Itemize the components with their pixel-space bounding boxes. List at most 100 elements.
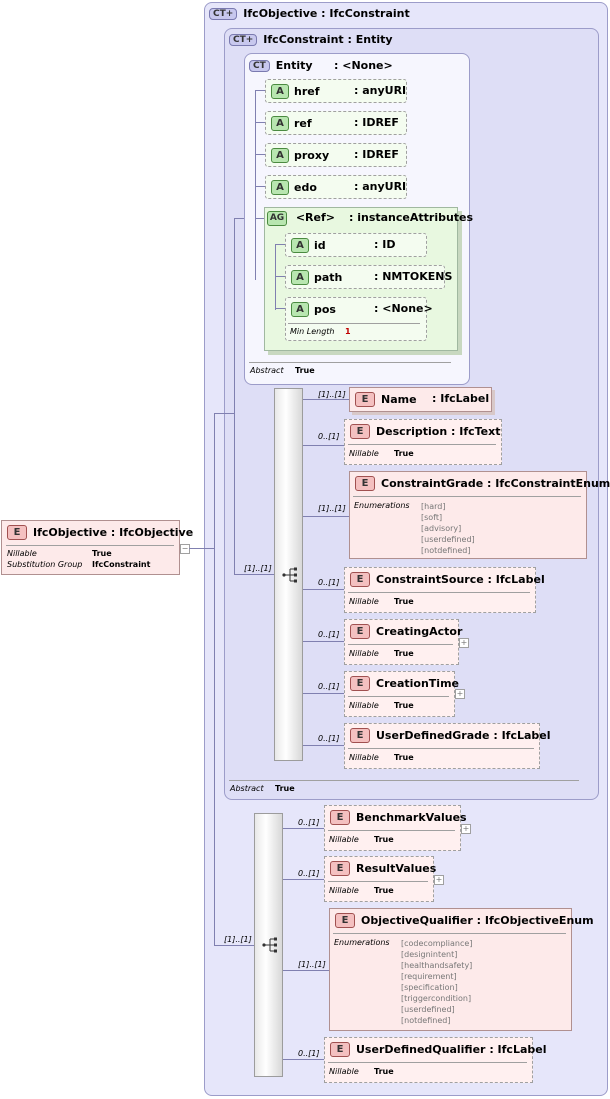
element-icon: E [355, 392, 375, 407]
attribute-icon: A [271, 148, 289, 163]
attribute-group-title: AG <Ref>: instanceAttributes [267, 211, 473, 226]
connector [214, 413, 234, 414]
collapse-minus-icon[interactable]: − [180, 544, 190, 554]
connector [214, 413, 215, 946]
expand-plus-icon[interactable]: + [459, 638, 469, 648]
connector [283, 879, 324, 880]
expand-plus-icon[interactable]: + [455, 689, 465, 699]
objective-seq-mult: [1]..[1] [224, 935, 252, 944]
connector [234, 218, 244, 219]
connector [255, 122, 265, 123]
mult-name: [1]..[1] [318, 390, 346, 399]
connector [255, 90, 256, 280]
element-icon: E [350, 624, 370, 639]
connector [255, 154, 265, 155]
connector [234, 218, 235, 574]
element-icon: E [350, 572, 370, 587]
mult-description: 0..[1] [318, 432, 340, 441]
connector [303, 693, 344, 694]
element-icon: E [350, 728, 370, 743]
connector [303, 516, 349, 517]
connector [275, 244, 276, 310]
mult-objectivequalifier: [1]..[1] [298, 960, 326, 969]
constraintgrade-enums: [hard] [soft] [advisory] [userdefined] [… [421, 502, 475, 555]
ct-plus-icon[interactable]: CT+ [229, 34, 258, 46]
expand-plus-icon[interactable]: + [434, 875, 444, 885]
mult-benchmarkvalues: 0..[1] [298, 818, 320, 827]
attribute-icon: A [271, 180, 289, 195]
connector [275, 244, 285, 245]
attribute-icon: A [271, 116, 289, 131]
objectivequalifier-enum-label: Enumerations [334, 938, 390, 947]
connector [234, 574, 274, 575]
connector [214, 945, 254, 946]
connector [303, 589, 344, 590]
element-icon: E [350, 676, 370, 691]
mult-constraintgrade: [1]..[1] [318, 504, 346, 513]
constraintgrade-enum-label: Enumerations [354, 501, 410, 510]
connector [275, 276, 285, 277]
connector [255, 90, 265, 91]
sequence-icon [282, 567, 298, 583]
ct-ifcconstraint-title: CT+IfcConstraint : Entity [229, 33, 393, 46]
expand-plus-icon[interactable]: + [461, 824, 471, 834]
mult-userdefinedgrade: 0..[1] [318, 734, 340, 743]
mult-constraintsource: 0..[1] [318, 578, 340, 587]
element-icon: E [330, 810, 350, 825]
connector [283, 970, 329, 971]
objectivequalifier-enums: [codecompliance] [designintent] [healtha… [401, 939, 473, 1025]
separator [249, 362, 451, 363]
element-icon: E [7, 525, 27, 540]
ct-plus-icon[interactable]: CT+ [209, 8, 238, 20]
element-icon: E [335, 913, 355, 928]
connector [275, 308, 285, 309]
connector [303, 399, 349, 400]
mult-creatingactor: 0..[1] [318, 630, 340, 639]
separator [229, 780, 579, 781]
connector [189, 548, 214, 549]
mult-resultvalues: 0..[1] [298, 869, 320, 878]
connector [303, 641, 344, 642]
mult-userdefinedqualifier: 0..[1] [298, 1049, 320, 1058]
connector [303, 445, 344, 446]
connector [303, 745, 344, 746]
element-icon: E [355, 476, 375, 491]
element-icon: E [330, 861, 350, 876]
attribute-icon: A [291, 302, 309, 317]
attribute-icon: A [271, 84, 289, 99]
mult-creationtime: 0..[1] [318, 682, 340, 691]
